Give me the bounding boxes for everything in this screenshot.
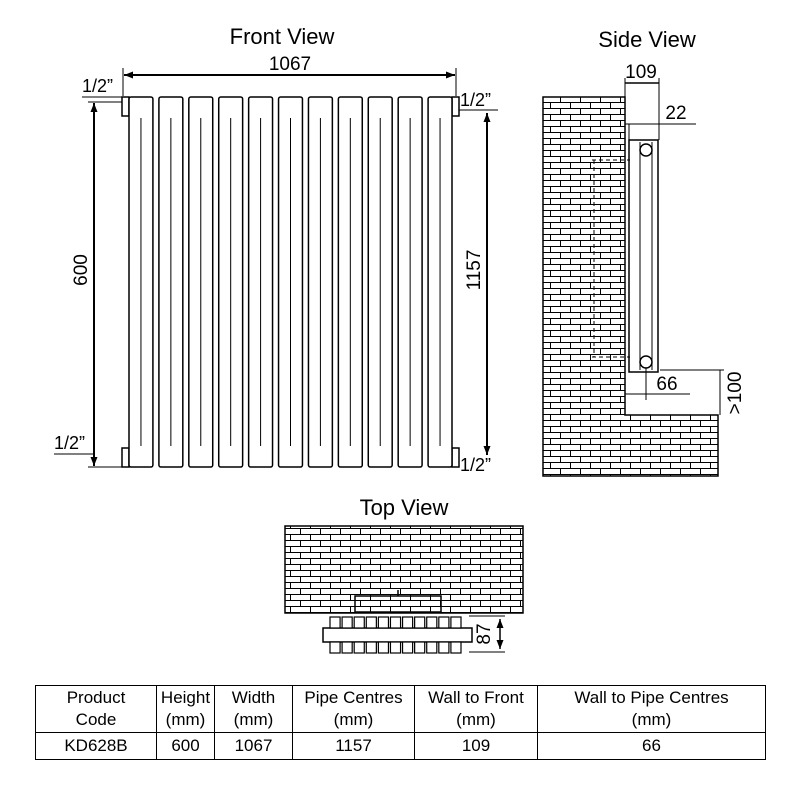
top-column-fin-rear (450, 616, 462, 629)
top-view-title: Top View (360, 495, 449, 520)
conn-stub-top-left (121, 96, 130, 117)
conn-bottom-left-label: 1/2” (54, 433, 85, 453)
top-radiator-header (322, 627, 473, 643)
side-view-title: Side View (598, 27, 696, 52)
conn-bottom-right-label: 1/2” (460, 455, 491, 475)
top-column-fin-front (341, 641, 353, 654)
cell-product-code: KD628B (35, 732, 157, 760)
top-column-fin-rear (353, 616, 365, 629)
radiator-columns (128, 96, 453, 468)
top-column-fin-rear (426, 616, 438, 629)
header-pipe-centres: Pipe Centres(mm) (292, 685, 415, 733)
conn-top-left-label: 1/2” (82, 76, 113, 96)
cell-wall-to-pipe-centres: 66 (537, 732, 766, 760)
top-column-fin-front (353, 641, 365, 654)
side-view: Side View 109 22 66 >100 (542, 27, 746, 477)
cell-wall-to-front: 109 (414, 732, 538, 760)
cell-pipe-centres: 1157 (292, 732, 415, 760)
top-column-fin-front (329, 641, 341, 654)
side-floor-clearance-label: >100 (725, 372, 746, 415)
side-pipe-offset-label: 66 (656, 374, 677, 395)
front-width-label: 1067 (269, 54, 311, 75)
side-radiator-body (628, 139, 659, 373)
top-column-fin-front (426, 641, 438, 654)
header-height: Height(mm) (156, 685, 215, 733)
table-row: KD628B 600 1067 1157 109 66 (35, 732, 766, 760)
header-wall-to-front: Wall to Front(mm) (414, 685, 538, 733)
front-view-title: Front View (230, 24, 335, 49)
top-column-fin-rear (389, 616, 402, 629)
conn-stub-top-right (451, 96, 460, 117)
front-view: Front View 1067 1/2” 1/2” 1/2” 1/2” 600 … (54, 24, 498, 475)
header-wall-to-pipe-centres: Wall to Pipe Centres(mm) (537, 685, 766, 733)
top-column-fin-front (389, 641, 402, 654)
conn-stub-bottom-right (451, 447, 460, 468)
conn-stub-bottom-left (121, 447, 130, 468)
top-column-fin-front (414, 641, 426, 654)
top-column-fin-rear (341, 616, 353, 629)
top-depth-label: 87 (474, 623, 495, 644)
side-depth-label: 109 (625, 62, 657, 83)
front-height-label: 600 (71, 254, 92, 286)
top-column-fin-front (365, 641, 377, 654)
top-column-fin-rear (365, 616, 377, 629)
top-column-fin-rear (401, 616, 414, 629)
top-column-fin-rear (438, 616, 450, 629)
top-column-fin-front (438, 641, 450, 654)
top-column-fin-front (450, 641, 462, 654)
pipe-centres-label: 1157 (464, 250, 485, 291)
conn-top-right-label: 1/2” (460, 90, 491, 110)
side-pipe-bottom (639, 355, 653, 369)
top-view: Top View 87 (284, 495, 524, 654)
top-wall-brick (284, 525, 524, 614)
top-column-fin-rear (414, 616, 426, 629)
top-column-fin-rear (329, 616, 341, 629)
side-pipe-top (639, 143, 653, 157)
top-column-fin-rear (377, 616, 390, 629)
cell-width: 1067 (214, 732, 293, 760)
cell-height: 600 (156, 732, 215, 760)
side-bracket-label: 22 (665, 103, 686, 124)
top-column-fin-front (401, 641, 414, 654)
top-column-fin-front (377, 641, 390, 654)
top-radiator-columns (329, 616, 462, 654)
header-width: Width(mm) (214, 685, 293, 733)
